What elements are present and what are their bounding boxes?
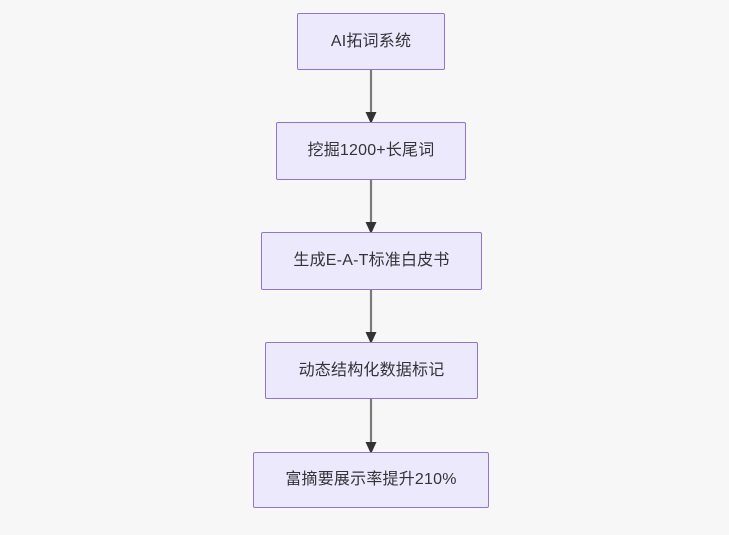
flow-node-rich-snippet-rate-increase[interactable]: 富摘要展示率提升210% — [253, 452, 489, 508]
edge-node4-to-node5 — [365, 399, 377, 454]
flow-node-mine-longtail-keywords[interactable]: 挖掘1200+长尾词 — [276, 122, 466, 180]
flow-node-dynamic-structured-data-markup[interactable]: 动态结构化数据标记 — [265, 342, 478, 399]
edge-node1-to-node2 — [365, 70, 377, 124]
flow-node-ai-keyword-system[interactable]: AI拓词系统 — [297, 13, 445, 70]
flow-node-label: 动态结构化数据标记 — [298, 361, 445, 379]
flow-node-label: 生成E-A-T标准白皮书 — [293, 252, 450, 270]
flow-node-generate-eat-whitepaper[interactable]: 生成E-A-T标准白皮书 — [261, 232, 482, 290]
edge-node2-to-node3 — [365, 180, 377, 234]
edge-node3-to-node4 — [365, 290, 377, 344]
flow-node-label: 富摘要展示率提升210% — [285, 471, 457, 489]
flow-node-label: 挖掘1200+长尾词 — [307, 142, 435, 160]
flow-node-label: AI拓词系统 — [330, 32, 412, 50]
